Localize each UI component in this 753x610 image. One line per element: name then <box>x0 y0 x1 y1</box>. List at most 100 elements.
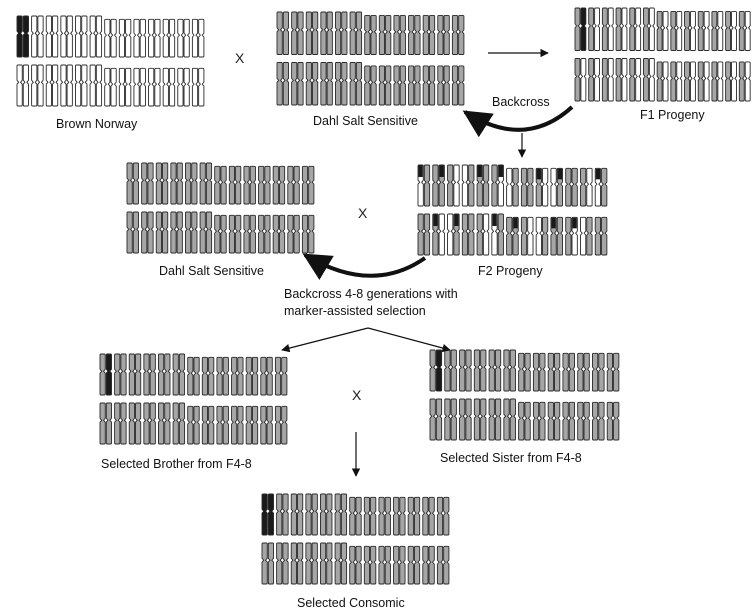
chromosome-brown-norway-0-4-1 <box>82 16 87 57</box>
chromosome-consomic-1-2-0 <box>291 543 296 584</box>
chromosome-f2-0-5-0 <box>492 165 497 206</box>
chromosome-consomic-0-8-0 <box>379 497 384 535</box>
chromosome-brown-norway-0-10-1 <box>169 19 174 57</box>
chromosome-brown-norway-0-2-1 <box>52 16 57 57</box>
chromosome-brother-0-0-1 <box>106 354 111 395</box>
chromosome-dahl-mid-0-4-0 <box>185 163 190 204</box>
label-brown-norway: Brown Norway <box>56 117 137 131</box>
chromosome-dahl-top-1-4-0 <box>335 63 340 106</box>
chromosome-f2-0-9-1 <box>557 168 562 206</box>
chromosome-brown-norway-1-2-0 <box>46 65 51 106</box>
chromosome-f1-1-11-0 <box>726 62 731 101</box>
chromosome-sister-0-9-0 <box>563 353 568 391</box>
label-backcross-generations: Backcross 4-8 generations with <box>284 287 458 301</box>
chromosome-dahl-top-1-4-1 <box>342 63 347 106</box>
chromosome-f2-1-9-1 <box>557 217 562 255</box>
chromosome-consomic-1-7-1 <box>371 546 376 584</box>
chromosome-f1-0-8-0 <box>685 11 690 50</box>
chromosome-f2-1-4-0 <box>477 214 482 255</box>
chromosome-sister-1-5-1 <box>510 399 515 440</box>
chromosome-f2-0-4-0 <box>477 165 482 206</box>
chromosome-consomic-1-9-1 <box>400 546 405 584</box>
chromosome-f1-0-4-0 <box>630 8 635 51</box>
chromosome-dahl-mid-0-6-0 <box>215 166 220 204</box>
chromosome-dahl-mid-0-6-1 <box>221 166 226 204</box>
chromosome-brother-0-6-1 <box>194 357 199 395</box>
chromosome-dahl-mid-0-2-1 <box>162 163 167 204</box>
chromosome-brown-norway-1-9-1 <box>155 68 160 106</box>
chromosome-f2-1-2-0 <box>448 214 453 255</box>
chromosome-dahl-mid-0-8-0 <box>244 166 249 204</box>
chromosome-dahl-top-1-0-1 <box>283 63 288 106</box>
chromosome-dahl-mid-1-9-1 <box>265 215 270 253</box>
chromosome-f1-0-11-1 <box>732 11 737 50</box>
chromosome-consomic-0-11-0 <box>423 497 428 535</box>
chromosome-sister-1-8-0 <box>548 402 553 440</box>
chromosome-sister-1-4-1 <box>495 399 500 440</box>
chromosome-f1-0-3-0 <box>616 8 621 51</box>
chromosome-dahl-mid-0-0-0 <box>127 163 132 204</box>
chromosome-dahl-top-1-12-0 <box>452 66 457 105</box>
chromosome-dahl-mid-1-1-1 <box>148 212 153 253</box>
chromosome-sister-0-8-0 <box>548 353 553 391</box>
chromosome-f2-1-8-1 <box>542 217 547 255</box>
chromosome-brown-norway-1-1-1 <box>38 65 43 106</box>
chromosome-brown-norway-0-3-1 <box>67 16 72 57</box>
chromosome-brown-norway-0-12-0 <box>192 19 197 57</box>
chromosome-sister-0-6-0 <box>519 353 524 391</box>
chromosome-f1-1-1-0 <box>589 59 594 102</box>
chromosome-brother-1-12-0 <box>275 406 280 444</box>
chromosome-dahl-top-1-10-1 <box>429 66 434 105</box>
chromosome-sister-0-1-0 <box>445 350 450 391</box>
chromosome-consomic-0-12-1 <box>444 497 449 535</box>
chromosome-f1-1-5-1 <box>649 59 654 102</box>
chromosome-brother-1-7-1 <box>209 406 214 444</box>
chromosome-dahl-top-0-5-1 <box>356 12 361 55</box>
chromosome-dahl-top-0-10-0 <box>423 15 428 54</box>
chromosome-f1-1-12-0 <box>739 62 744 101</box>
chromosome-sister-0-6-1 <box>525 353 530 391</box>
chromosome-sister-1-10-0 <box>578 402 583 440</box>
chromosome-f2-0-10-0 <box>566 168 571 206</box>
chromosome-dahl-top-1-3-0 <box>321 63 326 106</box>
chromosome-sister-0-0-1 <box>436 350 441 391</box>
chromosome-dahl-mid-0-3-0 <box>171 163 176 204</box>
chromosome-consomic-1-9-0 <box>394 546 399 584</box>
chromosome-f1-0-4-1 <box>636 8 641 51</box>
chromosome-sister-0-5-0 <box>504 350 509 391</box>
chromosome-sister-1-3-1 <box>481 399 486 440</box>
chromosome-dahl-top-0-8-1 <box>400 15 405 54</box>
chromosome-consomic-1-7-0 <box>364 546 369 584</box>
chromosome-f2-1-0-0 <box>418 214 423 255</box>
chromosome-dahl-mid-1-5-0 <box>200 212 205 253</box>
chromosome-sister-1-9-0 <box>563 402 568 440</box>
chromosome-sister-1-1-0 <box>445 399 450 440</box>
chromosome-f1-1-12-1 <box>745 62 750 101</box>
chromosome-brown-norway-0-1-0 <box>32 16 37 57</box>
chromosome-f2-1-12-0 <box>595 217 600 255</box>
chromosome-consomic-0-7-0 <box>364 497 369 535</box>
label-selected-sister: Selected Sister from F4-8 <box>440 451 582 465</box>
chromosome-f1-0-3-1 <box>622 8 627 51</box>
chromosome-consomic-1-0-1 <box>268 543 273 584</box>
chromosome-f2-0-7-0 <box>521 168 526 206</box>
chromosome-f2-0-6-0 <box>507 168 512 206</box>
chromosome-brother-0-7-1 <box>209 357 214 395</box>
chromosome-dahl-mid-1-4-1 <box>192 212 197 253</box>
chromosome-brother-0-4-1 <box>165 354 170 395</box>
chromosome-f2-1-5-0 <box>492 214 497 255</box>
chromosome-dahl-top-0-2-1 <box>312 12 317 55</box>
chromosome-brown-norway-1-8-0 <box>134 68 139 106</box>
chromosome-brother-1-11-0 <box>261 406 266 444</box>
chromosome-dahl-top-0-0-1 <box>283 12 288 55</box>
chromosome-f2-0-8-1 <box>542 168 547 206</box>
chromosome-f2-0-1-0 <box>433 165 438 206</box>
chromosome-brown-norway-0-6-0 <box>105 19 110 57</box>
chromosome-sister-1-1-1 <box>451 399 456 440</box>
chromosome-brown-norway-1-0-1 <box>23 65 28 106</box>
chromosome-dahl-top-0-5-0 <box>350 12 355 55</box>
chromosome-dahl-top-1-2-1 <box>312 63 317 106</box>
chromosome-dahl-mid-0-2-0 <box>156 163 161 204</box>
chromosome-f1-0-6-1 <box>663 11 668 50</box>
chromosome-consomic-0-6-0 <box>350 497 355 535</box>
